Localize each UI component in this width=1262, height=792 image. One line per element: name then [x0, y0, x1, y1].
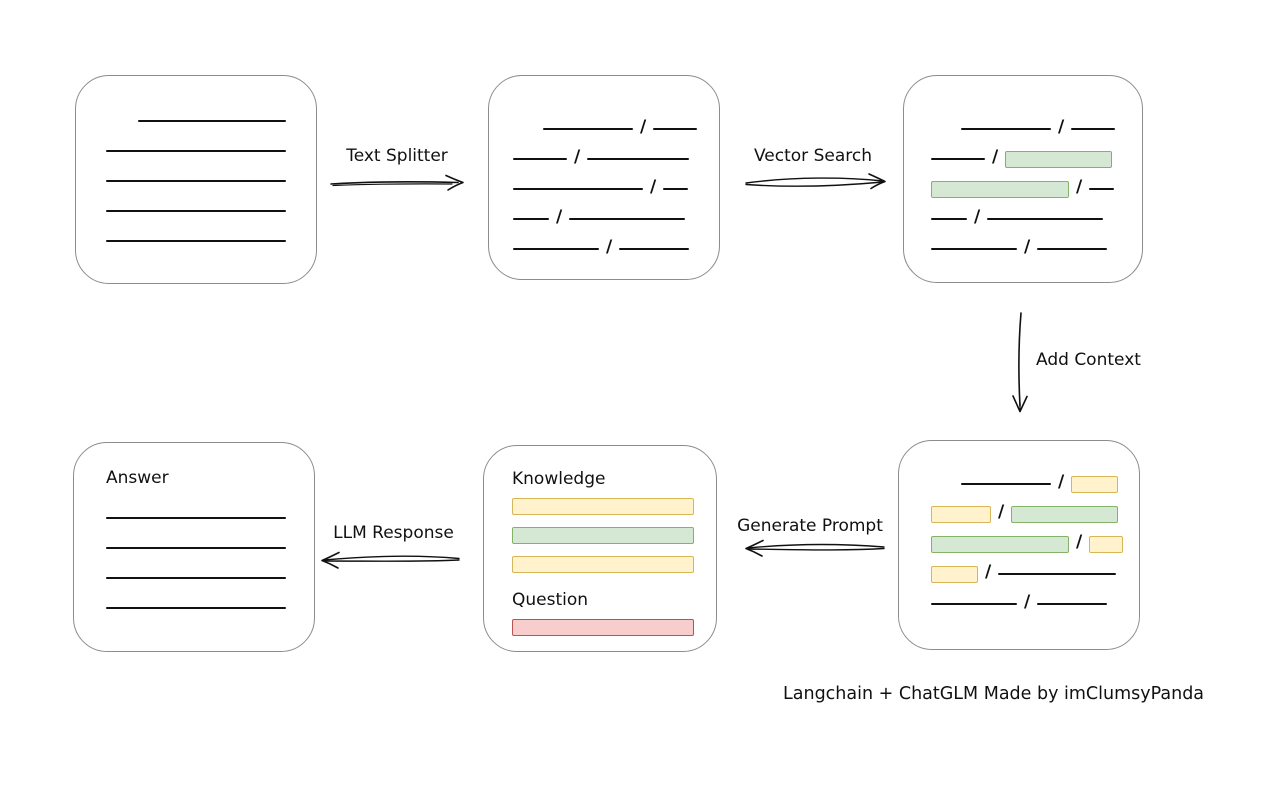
chunk-separator: / [650, 177, 657, 197]
chunk-separator: / [556, 207, 563, 227]
highlight-green-chip [1005, 150, 1113, 168]
text-line [138, 120, 286, 122]
chunk-separator: / [1076, 532, 1083, 552]
text-line [513, 248, 599, 250]
row-indent [931, 484, 961, 485]
llm-response-label: LLM Response [333, 523, 454, 543]
vector-search-label: Vector Search [754, 146, 872, 166]
credit-caption: Langchain + ChatGLM Made by imClumsyPand… [783, 684, 1205, 704]
text-line [569, 218, 686, 220]
chunk-row: / [931, 529, 1139, 559]
chunk-row: / [513, 144, 719, 174]
yellow-bar [512, 556, 694, 573]
text-splitter-label: Text Splitter [346, 146, 448, 166]
text-line [663, 188, 689, 190]
chunk-separator: / [998, 502, 1005, 522]
chunk-row: / [931, 204, 1142, 234]
highlight-yellow-chip [931, 505, 991, 523]
text-line [1037, 603, 1108, 605]
yellow-bar [512, 498, 694, 515]
text-line [998, 573, 1117, 575]
text-line [106, 150, 286, 152]
chunk-row: / [931, 174, 1142, 204]
chunk-separator: / [1076, 177, 1083, 197]
text-line [106, 180, 286, 182]
prompt-card: Knowledge Question [483, 445, 717, 652]
vector-search-result-card: / / / / / [903, 75, 1143, 283]
chunk-separator: / [640, 117, 647, 137]
split-document-card: / / / / / [488, 75, 720, 280]
text-line [106, 577, 286, 579]
chunk-separator: / [1024, 592, 1031, 612]
context-document-card: / / / / / [898, 440, 1140, 650]
text-line [543, 128, 633, 130]
text-line [931, 603, 1017, 605]
highlight-green-chip [931, 535, 1069, 553]
text-line [1089, 188, 1115, 190]
highlight-yellow-chip [1089, 535, 1124, 553]
chunk-row: / [513, 114, 719, 144]
question-heading: Question [512, 590, 589, 610]
red-bar [512, 619, 694, 636]
chunk-separator: / [606, 237, 613, 257]
text-line [931, 158, 985, 160]
text-line [961, 483, 1051, 485]
chunk-row: / [513, 204, 719, 234]
text-line [931, 218, 967, 220]
vector-search-arrow-icon [745, 173, 886, 190]
text-line [987, 218, 1104, 220]
chunk-row: / [931, 114, 1142, 144]
chunk-row: / [931, 559, 1139, 589]
chunk-separator: / [992, 147, 999, 167]
text-line [587, 158, 690, 160]
source-document-card [75, 75, 317, 284]
add-context-label: Add Context [1036, 350, 1141, 370]
highlight-yellow-chip [931, 565, 978, 583]
text-line [961, 128, 1051, 130]
row-indent [513, 129, 543, 130]
generate-prompt-label: Generate Prompt [737, 516, 883, 536]
row-indent [931, 129, 961, 130]
text-line [106, 210, 286, 212]
highlight-green-chip [931, 180, 1069, 198]
text-line [513, 158, 567, 160]
answer-card: Answer [73, 442, 315, 652]
highlight-green-chip [1011, 505, 1119, 523]
knowledge-bars [512, 498, 716, 573]
text-line [653, 128, 698, 130]
chunk-separator: / [985, 562, 992, 582]
text-line [619, 248, 690, 250]
question-bars [512, 619, 716, 636]
text-line [513, 218, 549, 220]
chunk-separator: / [974, 207, 981, 227]
text-line [931, 248, 1017, 250]
chunk-row: / [931, 589, 1139, 619]
highlight-yellow-chip [1071, 475, 1119, 493]
chunk-separator: / [1058, 117, 1065, 137]
text-line [513, 188, 643, 190]
text-splitter-arrow-icon [330, 174, 464, 191]
generate-prompt-arrow-icon [745, 539, 885, 557]
chunk-row: / [931, 499, 1139, 529]
add-context-arrow-icon [1012, 312, 1028, 413]
text-line [106, 547, 286, 549]
chunk-row: / [513, 234, 719, 264]
chunk-row: / [931, 234, 1142, 264]
knowledge-heading: Knowledge [512, 469, 606, 489]
chunk-row: / [931, 144, 1142, 174]
text-line [106, 240, 286, 242]
answer-heading: Answer [106, 468, 169, 488]
chunk-separator: / [574, 147, 581, 167]
chunk-row: / [513, 174, 719, 204]
chunk-row: / [931, 469, 1139, 499]
green-bar [512, 527, 694, 544]
text-line [106, 607, 286, 609]
text-line [106, 517, 286, 519]
text-line [1071, 128, 1116, 130]
chunk-separator: / [1058, 472, 1065, 492]
chunk-separator: / [1024, 237, 1031, 257]
text-line [1037, 248, 1108, 250]
llm-response-arrow-icon [321, 551, 460, 569]
answer-lines [106, 517, 314, 609]
